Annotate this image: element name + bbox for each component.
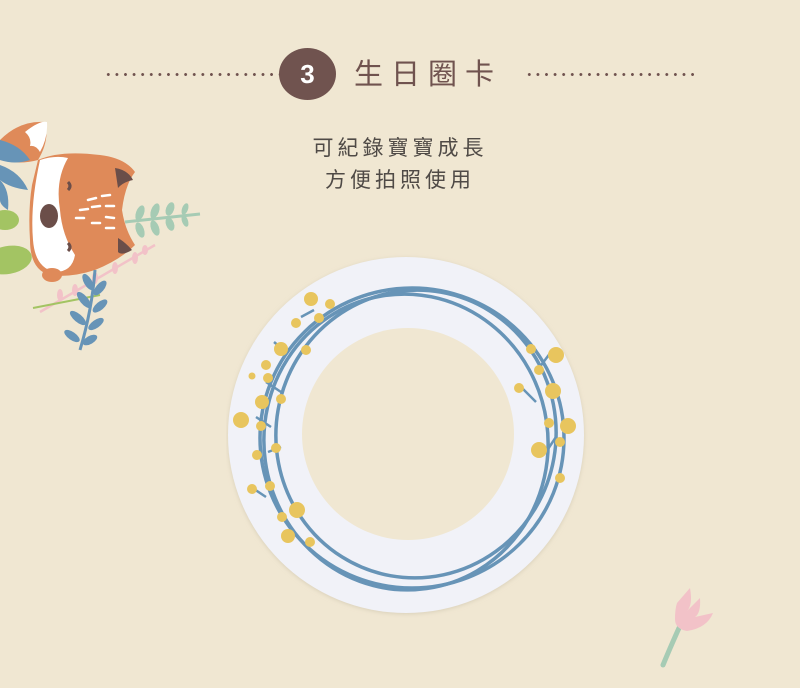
tulip-illustration bbox=[660, 588, 713, 668]
birthday-ring-card bbox=[228, 257, 584, 613]
dotted-divider-left bbox=[104, 73, 282, 76]
dotted-divider-right bbox=[525, 73, 695, 76]
section-title: 生日圈卡 bbox=[354, 57, 503, 91]
fox-illustration bbox=[0, 121, 201, 351]
section-header: 3 生日圈卡 bbox=[0, 48, 800, 100]
description-line-2: 方便拍照使用 bbox=[325, 168, 475, 192]
description-line-1: 可紀錄寶寶成長 bbox=[312, 136, 488, 160]
description: 可紀錄寶寶成長 方便拍照使用 bbox=[0, 132, 800, 196]
step-number-badge: 3 bbox=[279, 48, 336, 100]
